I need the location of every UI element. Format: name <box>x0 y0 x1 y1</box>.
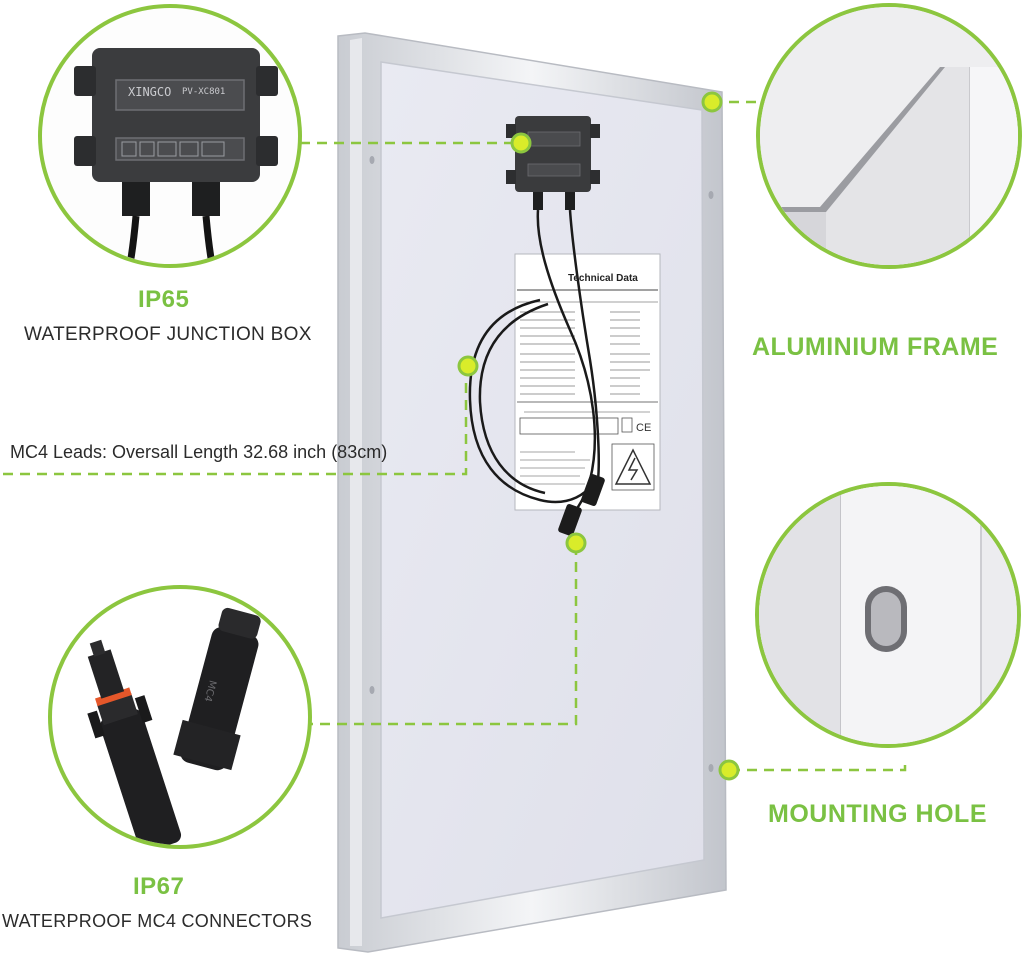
mc4-lead-cables <box>468 209 600 521</box>
frame-mounting-hole <box>708 764 714 772</box>
mc4-leads-description: MC4 Leads: Oversall Length 32.68 inch (8… <box>10 442 388 462</box>
junction-box-rating: IP65 <box>138 286 190 313</box>
panel-junction-box <box>506 116 600 210</box>
aluminium-frame-zoom-circle <box>756 3 1022 269</box>
svg-text:CE: CE <box>636 422 651 434</box>
technical-data-title: Technical Data <box>568 273 638 284</box>
junction-box-zoom-circle: XINGCO PV-XC801 <box>38 4 302 268</box>
mounting-hole-zoom-circle <box>755 482 1021 748</box>
frame-mounting-hole <box>708 191 714 199</box>
svg-text:MC4: MC4 <box>201 679 217 703</box>
junction-box-model: PV-XC801 <box>182 87 226 97</box>
callout-leader-lines <box>0 100 907 772</box>
mc4-connectors-rating: IP67 <box>133 873 185 900</box>
frame-mounting-hole <box>369 686 375 694</box>
mounting-hole-title: MOUNTING HOLE <box>768 800 987 828</box>
mc4-connectors-small <box>558 474 605 536</box>
aluminium-frame-title: ALUMINIUM FRAME <box>752 333 999 361</box>
callout-marker-dots <box>457 91 740 781</box>
frame-mounting-hole <box>369 156 375 164</box>
mc4-connectors-description: WATERPROOF MC4 CONNECTORS <box>2 911 313 931</box>
junction-box-brand: XINGCO <box>128 85 172 99</box>
junction-box-description: WATERPROOF JUNCTION BOX <box>24 324 312 345</box>
mc4-connectors-zoom-circle: MC4 <box>48 585 312 849</box>
